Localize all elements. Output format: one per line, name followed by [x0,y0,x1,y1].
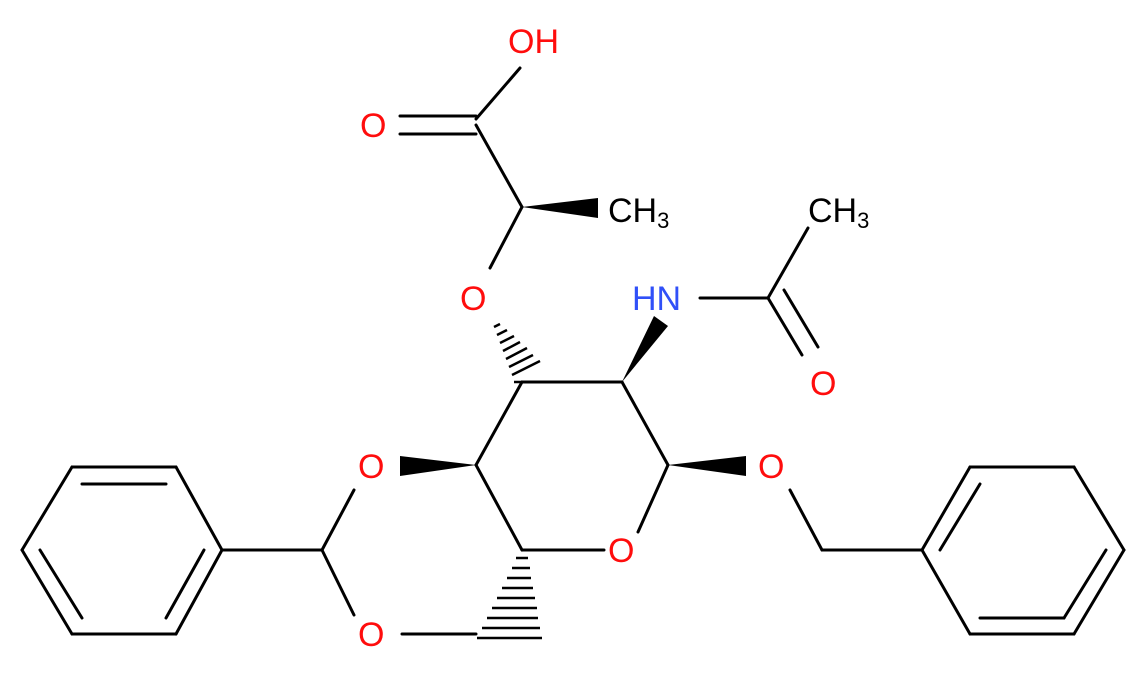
atom-label-o-ether: O [460,280,486,318]
phenyl-right-bond-4 [1072,548,1126,636]
phenyl-right-bond-1 [920,465,972,552]
wedge-bond-c4-oacetal [400,456,476,476]
phenyl-right-inner-2 [1062,548,1108,620]
hashed-bond-c3-o [493,322,541,384]
bonds [20,66,1126,640]
bond-obenzyl-ch2 [788,488,824,552]
phenyl-left-bond-1 [174,465,224,552]
bond-c2-c1 [620,380,670,467]
bond-acetyl-c-ch3 [766,226,810,300]
bond-chiral-oether [488,205,524,270]
phenyl-left-bond-3 [20,465,74,552]
phenyl-right-bond-3 [1072,465,1126,552]
atom-label-o-ring: O [608,532,634,570]
atom-label-o-carbonyl-acid: O [360,107,386,145]
atom-label-ch3-acetyl: CH3 [808,192,869,233]
bond-oacetal-bottom-cacetal [320,548,356,617]
bond-carboxyl-chiral [474,123,524,209]
bond-c-oh [474,66,522,121]
phenyl-left-bond-4 [20,548,74,636]
phenyl-left-inner-3 [164,548,206,620]
phenyl-left-bond-6 [174,548,224,636]
atom-label-o-benzyl: O [758,448,784,486]
atom-label-o-acetal-top: O [358,448,384,486]
wedge-bond-c1-obenzyl [668,456,746,476]
phenyl-right-inner-1 [938,482,982,552]
wedge-bond-ch3 [522,198,598,218]
atom-labels: OH O CH3 O HN CH3 O O O O O [358,23,869,654]
atom-label-hn: HN [632,280,681,318]
bond-c3-c4 [474,380,524,467]
atom-label-o-acetyl: O [810,365,836,403]
atom-label-ch3-lactyl: CH3 [608,192,669,233]
bond-acetyl-c-o-2 [782,288,820,349]
phenyl-right-bond-6 [920,548,972,636]
atom-label-oh: OH [508,23,559,61]
wedge-bond-c2-n [622,316,668,382]
bond-acetyl-c-o-1 [766,296,804,357]
hashed-bond-c5-ch2 [477,556,542,640]
phenyl-left-inner-2 [38,548,84,620]
atom-label-o-acetal-bottom: O [358,616,384,654]
bond-c4-c5 [474,463,524,552]
bond-cacetal-oacetal-top [320,488,356,552]
bond-c1-oring [636,463,670,534]
